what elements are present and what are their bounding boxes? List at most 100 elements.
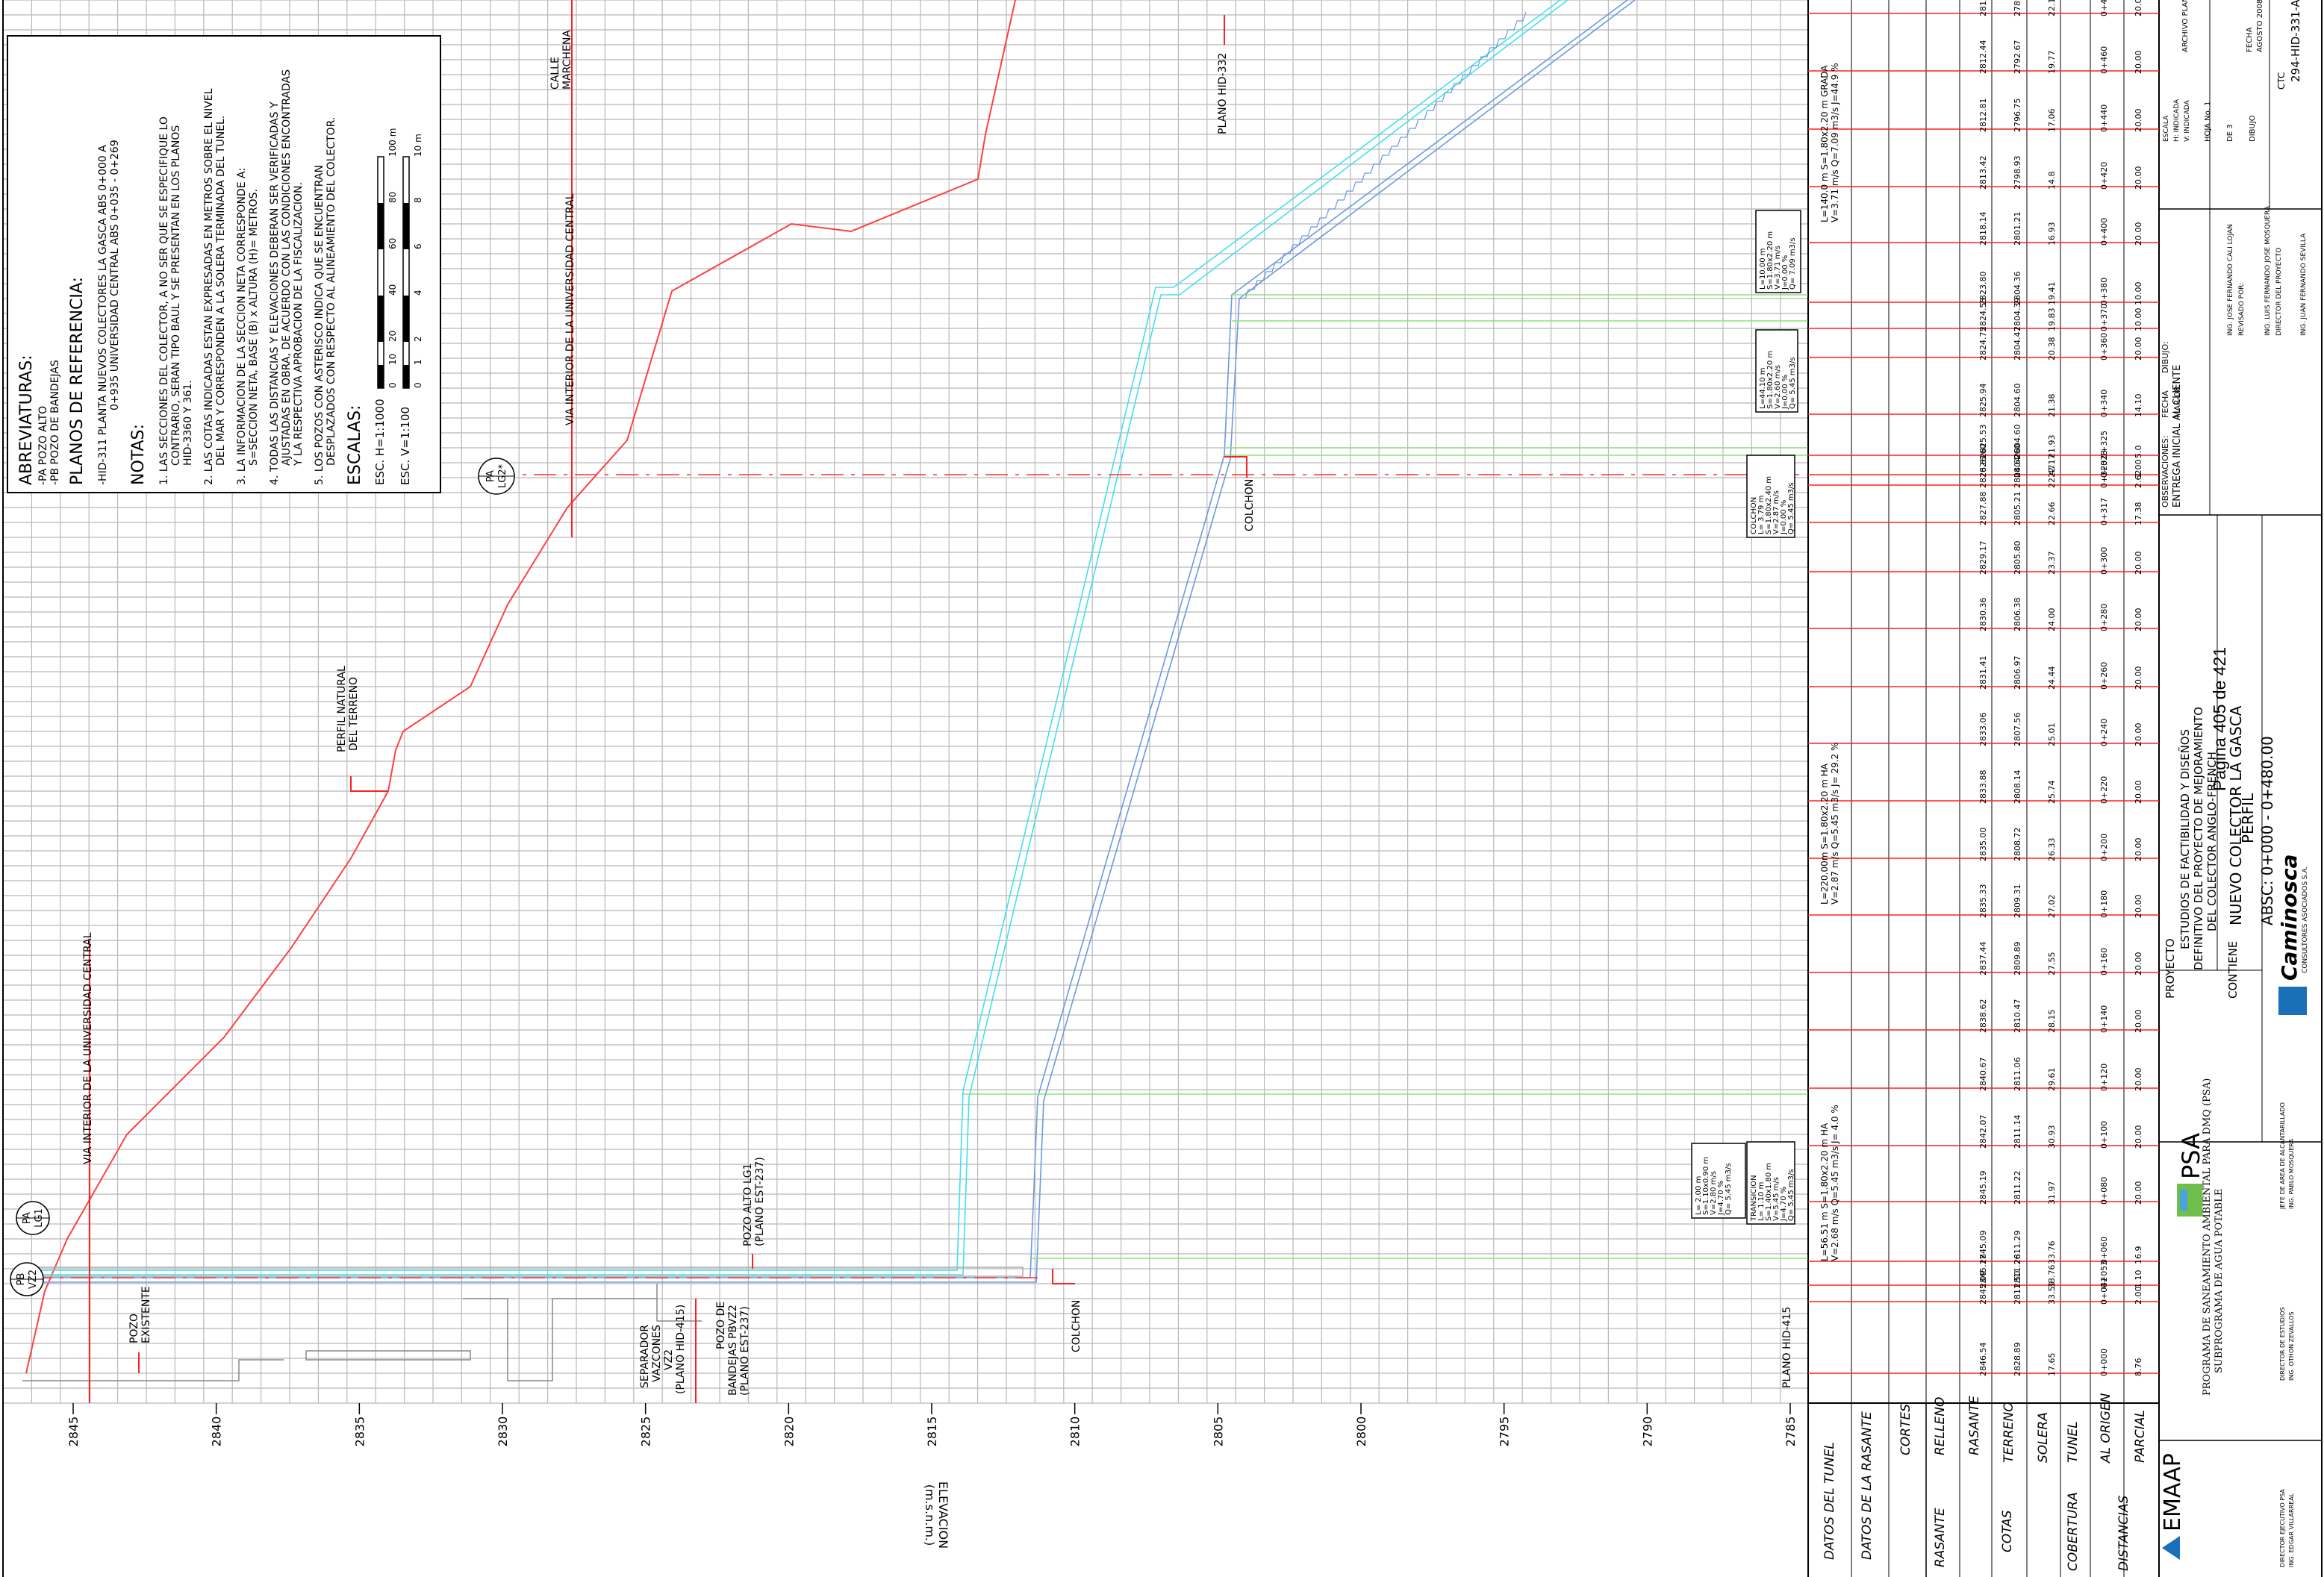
bandejas-3: (PLANO EST-237)	[739, 1306, 751, 1396]
table-cell-tunel: 19.41	[2047, 282, 2057, 306]
table-cell-origen: 0+320	[2099, 460, 2109, 488]
table-cell-tunel: 30.93	[2047, 1125, 2057, 1149]
table-cell-solera: 2811.22	[2013, 1171, 2022, 1205]
grada-steps	[1239, 11, 1527, 299]
note-2a: 2. LAS COTAS INDICADAS ESTAN EXPRESADAS …	[203, 88, 215, 485]
elevation-tick-label: 2790	[1640, 1417, 1654, 1447]
proyecto-line-3: DEL COLECTOR ANGLO-FRENCH	[2205, 752, 2219, 931]
separador-1: SEPARADOR	[639, 1325, 651, 1388]
table-cell-terreno: 2837.44	[1978, 942, 1988, 976]
table-group-label: RASANTE	[1933, 1508, 1948, 1567]
table-row-label: SOLERA	[2036, 1412, 2051, 1463]
table-cell-tunel: 31.97	[2047, 1181, 2057, 1205]
scale-v-tick: 2	[413, 336, 423, 342]
table-cell-parcial: 20.00	[2134, 552, 2143, 575]
info-box-line: J=0.00 %	[1781, 255, 1789, 290]
table-cell-tunel: 33.76	[2047, 1265, 2057, 1289]
dibujo2-label: DIBUJO	[2249, 115, 2257, 142]
table-cell-parcial: 20.00	[2134, 166, 2143, 190]
table-cell-terreno: 2846.54	[1978, 1343, 1988, 1377]
info-box-line: Q= 5.45 m3/s	[1787, 1169, 1795, 1221]
table-cell-terreno: 2845.09	[1978, 1271, 1988, 1305]
red-station-markers	[89, 0, 1247, 1403]
info-box-line: S=1.80x2.20 m	[1766, 231, 1775, 290]
scale-v-tick: 4	[413, 290, 423, 296]
table-cell-terreno: 2845.19	[1978, 1171, 1988, 1205]
table-cell-parcial: 20.00	[2134, 666, 2143, 690]
table-cell-parcial: 20.00	[2134, 222, 2143, 246]
via-label-2: VIA INTERIOR DE LA UNIVERSIDAD CENTRAL	[564, 193, 576, 425]
sig-2: DIRECTOR DE ESTUDIOS	[2279, 1307, 2286, 1381]
table-cell-parcial: 20.00	[2134, 109, 2143, 133]
info-box-line: J=4.70 %	[1780, 1187, 1788, 1222]
table-cell-tunel: 16.93	[2047, 222, 2057, 246]
note-3b: S=SECCION NETA, BASE (B) x ALTURA (H)= M…	[248, 189, 260, 466]
table-cell-solera: 2810.47	[2013, 999, 2022, 1034]
seg3-line2: V=3.71 m/s Q=7.09 m3/s J=44.9 %	[1830, 63, 1840, 222]
info-box-line: Q= 5.45 m3/s	[1725, 1163, 1733, 1215]
program-line-2: SUBPROGRAMA DE AGUA POTABLE	[2214, 1189, 2225, 1373]
table-cell-terreno: 2845.17	[1978, 1255, 1988, 1289]
table-cell-solera: 2811.29	[2013, 1231, 2022, 1265]
table-row-label: TERRENO	[2001, 1402, 2016, 1463]
table-cell-solera: 2808.14	[2013, 770, 2022, 805]
table-cell-origen: 0+370	[2099, 304, 2109, 331]
bandejas-2: BANDEJAS PBVZ2	[727, 1305, 739, 1396]
info-box-line: Q= 5.45 m3/s	[1787, 482, 1795, 534]
proyecto-line-1: ESTUDIOS DE FACTIBILIDAD Y DISEÑOS	[2178, 729, 2192, 949]
table-cell-tunel: 14.8	[2047, 172, 2057, 190]
info-box-line: COLCHON	[1750, 497, 1758, 534]
table-cell-origen: 0+120	[2099, 1064, 2109, 1091]
table-cell-solera: 2811.14	[2013, 1115, 2022, 1149]
scale-h-tick: 100 m	[387, 128, 398, 157]
elevation-axis-title: ELEVACION (m.s.n.m.)	[923, 1481, 950, 1549]
table-cell-origen: 0+323	[2099, 450, 2109, 478]
table-group-label: COTAS	[2000, 1510, 2015, 1552]
table-cell-origen: 0+100	[2099, 1121, 2109, 1149]
table-cell-tunel: 21.38	[2047, 394, 2057, 418]
level-reference-lines	[963, 294, 1808, 1259]
table-cell-origen: 0+180	[2099, 890, 2109, 918]
table-cell-parcial: 10.00	[2134, 282, 2143, 306]
table-row-label: TUNEL	[2066, 1421, 2081, 1463]
info-box-line: Q= 5.45 m3/s	[1789, 357, 1797, 409]
sig-3: JEFE DE AREA DE ALCANTARILLADO	[2279, 1102, 2286, 1210]
table-cell-parcial: 20.00	[2134, 1010, 2143, 1034]
table-cell-solera: 2801.21	[2013, 212, 2022, 246]
info-box-line: V=2.60 m/s	[1774, 365, 1782, 409]
table-cell-terreno: 2825.94	[1978, 384, 1988, 418]
table-cell-terreno: 2842.07	[1978, 1115, 1988, 1149]
table-cell-terreno: 2835.33	[1978, 884, 1988, 919]
table-cell-solera: 2804.62	[2013, 455, 2022, 489]
scales-title: ESCALAS:	[346, 405, 364, 485]
info-box-line: S=1.80x2.40 m	[1765, 476, 1773, 534]
table-cell-origen: 0+042	[2099, 1277, 2109, 1305]
table-cell-tunel: 25.74	[2047, 781, 2057, 805]
table-cell-terreno: 2824.53	[1978, 298, 1988, 332]
table-cell-parcial: 2.00	[2134, 1287, 2143, 1305]
scale-h: ESC. H=1:1000	[373, 399, 387, 485]
table-cell-parcial: 20.00	[2134, 608, 2143, 632]
info-box-line: Q= 7.09 m3/s	[1789, 237, 1797, 290]
table-cell-parcial: 1.10	[2134, 1270, 2143, 1289]
seg2-line1: L=220.00m S=1.80x2.20 m HA	[1819, 763, 1830, 905]
note-1a: 1. LAS SECCIONES DEL COLECTOR, A NO SER …	[158, 116, 170, 485]
info-box-line: J=4.70 %	[1717, 1181, 1725, 1216]
table-cell-tunel: 19.83	[2047, 308, 2057, 332]
ref-title: PLANOS DE REFERENCIA:	[68, 277, 87, 485]
table-cell-origen: 0+240	[2099, 719, 2109, 746]
pozo-alto-2: (PLANO EST-237)	[754, 1157, 766, 1246]
elevation-title: ELEVACION	[936, 1481, 950, 1549]
table-cell-tunel: 33.59	[2047, 1281, 2057, 1305]
table-cell-solera: 2796.75	[2013, 99, 2022, 133]
table-cell-terreno: 2830.36	[1978, 598, 1988, 632]
entrega-text: ENTREGA INICIAL AL CLIENTE	[2172, 365, 2183, 508]
note-1b: CONTRARIO, SERAN TIPO BAUL Y SE PRESENTA…	[170, 125, 182, 466]
table-cell-tunel: 22.66	[2047, 502, 2057, 526]
scale-v: ESC. V=1:100	[399, 407, 412, 485]
pb-vz2-marker: PB VZ2	[10, 1262, 44, 1296]
